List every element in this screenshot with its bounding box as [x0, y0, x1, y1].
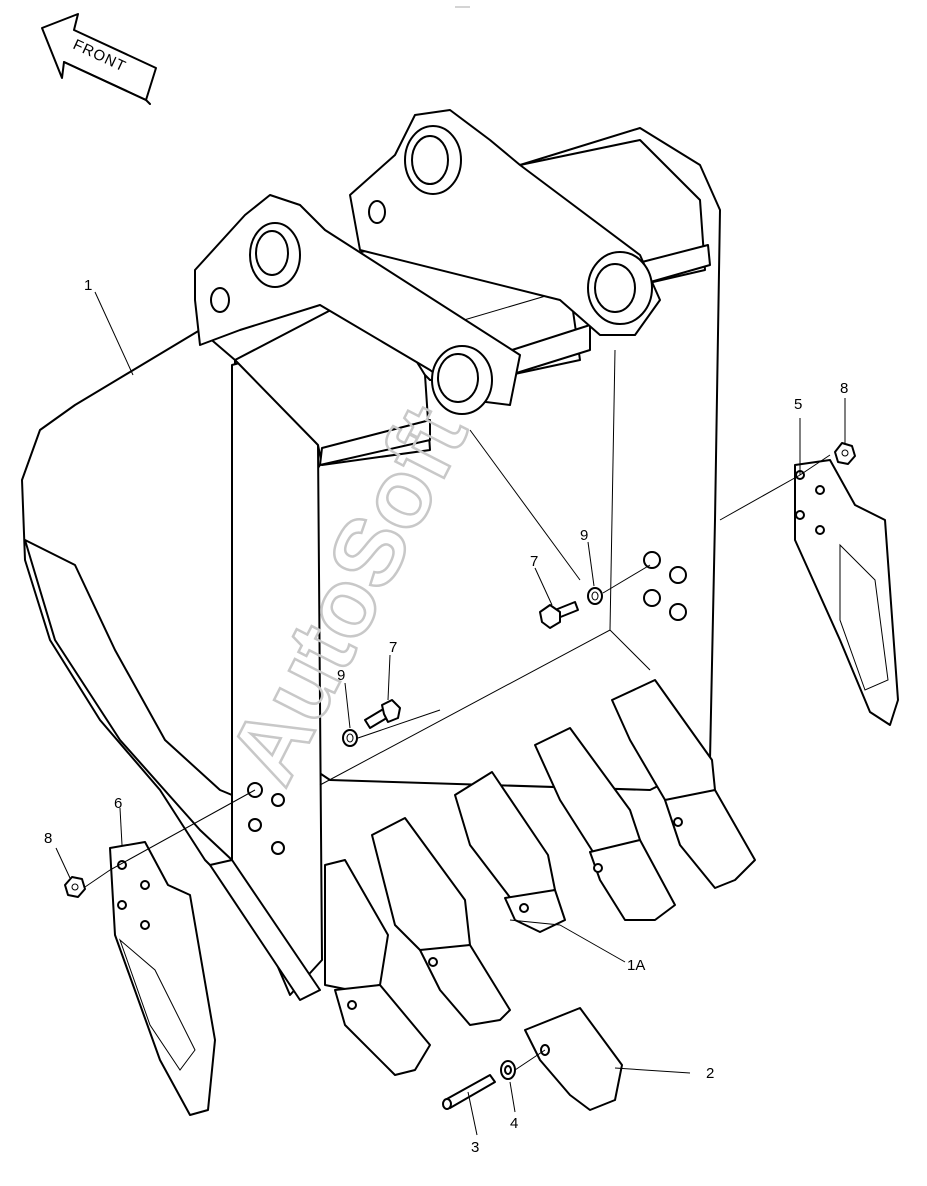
- tooth-adapter-4: [534, 727, 676, 921]
- hardware: [64, 442, 856, 898]
- callout-9-right: 9: [580, 527, 588, 544]
- callout-7-left: 7: [389, 639, 397, 656]
- replacement-tooth: [524, 1007, 623, 1111]
- side-cutter-right: [794, 459, 899, 726]
- washer-9-left: [342, 729, 358, 747]
- bolt-7-right: [539, 601, 579, 629]
- callout-5: 5: [794, 396, 802, 413]
- hinge-brackets: [194, 109, 661, 415]
- callout-1: 1: [84, 277, 92, 294]
- callout-9-left: 9: [337, 667, 345, 684]
- nut-8-right: [834, 442, 856, 465]
- tooth-adapter-5: [611, 679, 756, 889]
- callout-1A: 1A: [627, 957, 645, 974]
- pin-retainer: [500, 1060, 516, 1080]
- callout-8-right: 8: [840, 380, 848, 397]
- callout-7-right: 7: [530, 553, 538, 570]
- tooth-adapter-1: [324, 859, 431, 1076]
- bucket-teeth: [324, 679, 756, 1076]
- tooth-adapter-3: [454, 771, 566, 933]
- plate-bolt-holes: [247, 551, 687, 855]
- callout-4: 4: [510, 1115, 518, 1132]
- callout-8-left: 8: [44, 830, 52, 847]
- callout-3: 3: [471, 1139, 479, 1156]
- bolt-7-left: [364, 699, 401, 729]
- callout-labels: 1 1A 2 3 4 5 6 7 7 8 8 9 9: [44, 277, 848, 1156]
- nut-8-left: [64, 876, 86, 898]
- callout-6: 6: [114, 795, 122, 812]
- front-arrow: FRONT: [41, 13, 157, 105]
- callout-2: 2: [706, 1065, 714, 1082]
- washer-9-right: [587, 587, 603, 605]
- side-cutter-left: [109, 841, 216, 1116]
- leader-lines: [55, 291, 846, 1136]
- tooth-adapter-2: [371, 817, 511, 1026]
- tooth-pin: [442, 1074, 496, 1110]
